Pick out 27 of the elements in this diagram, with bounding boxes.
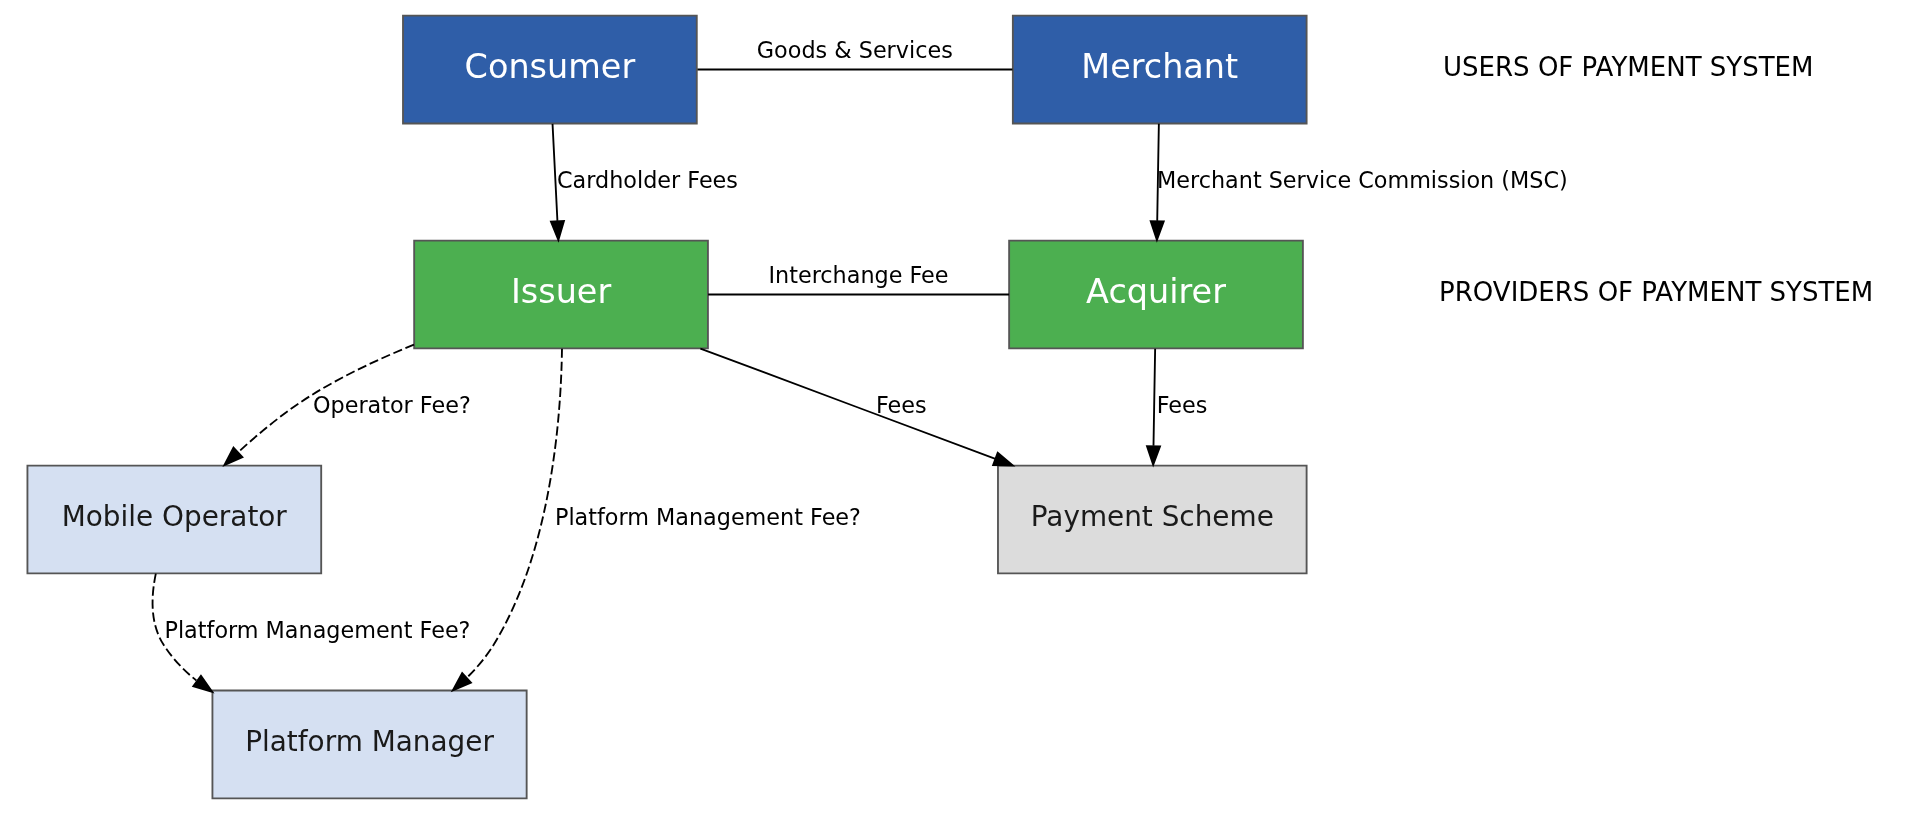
arrow [151,572,215,694]
connector [707,293,1010,296]
arrow [222,343,415,468]
label: USERS OF PAYMENT SYSTEM [1443,52,1814,83]
node-box: Merchant [1011,14,1308,125]
edge-label: Fees [875,391,927,418]
edge-label: Goods & Services [756,36,953,63]
connector [696,68,1014,71]
edge-label: Interchange Fee [768,261,949,288]
node-box: Payment Scheme [997,464,1308,575]
arrow [450,347,563,693]
edge-label: Merchant Service Commission (MSC) [1157,166,1568,193]
arrow [699,347,1016,467]
arrow [1149,122,1166,243]
edge-label: Operator Fee? [312,391,471,418]
label: PROVIDERS OF PAYMENT SYSTEM [1439,277,1874,308]
edge-label: Platform Management Fee? [164,616,471,643]
node-box: Issuer [413,239,709,350]
node-box: Acquirer [1008,239,1304,350]
edge-label: Platform Management Fee? [554,504,861,531]
node-box: Mobile Operator [26,464,323,575]
arrow [1145,347,1162,468]
arrow [549,122,566,243]
edge-label: Fees [1156,391,1208,418]
node-box: Consumer [402,14,698,125]
node-box: Platform Manager [211,689,528,800]
edge-label: Cardholder Fees [557,166,738,193]
